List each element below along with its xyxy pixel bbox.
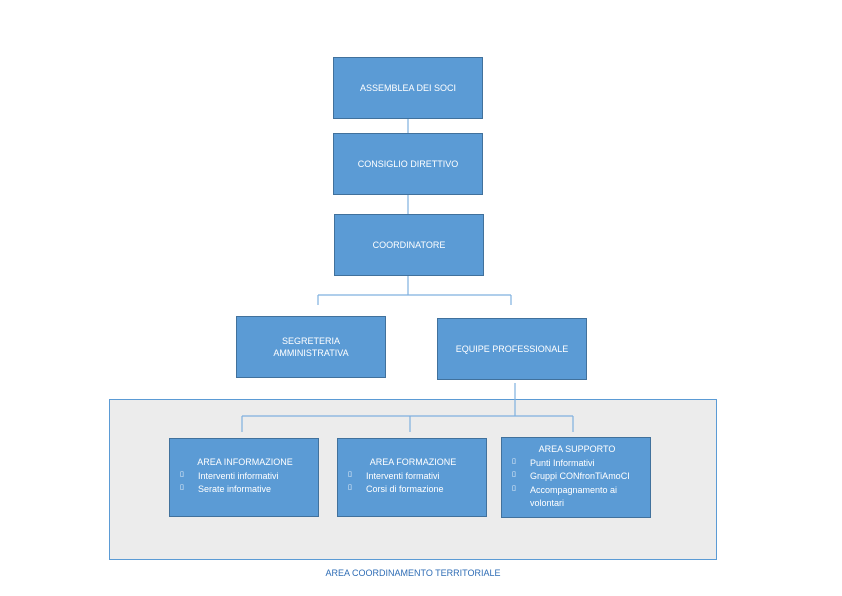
board-node: CONSIGLIO DIRETTIVO (333, 133, 483, 195)
area-support-list: ▯ Punti Informativi ▯ Gruppi CONfronTiAmoC… (512, 457, 642, 511)
secretariat-label: SEGRETERIA AMMINISTRATIVA (273, 335, 349, 358)
board-label: CONSIGLIO DIRETTIVO (357, 158, 459, 169)
secretariat-node: SEGRETERIA AMMINISTRATIVA (236, 316, 386, 378)
area-information: AREA INFORMAZIONE ▯ Interventi informativ… (169, 438, 319, 517)
list-item: ▯ Serate informative (180, 483, 310, 497)
list-item: ▯ Accompagnamento ai volontari (512, 484, 642, 511)
bullet-icon: ▯ (348, 484, 352, 491)
list-item: ▯ Interventi formativi (348, 470, 478, 484)
bullet-icon: ▯ (512, 457, 516, 465)
list-item-text: Interventi formativi (366, 470, 440, 481)
list-item-text: Corsi di formazione (366, 484, 444, 494)
bullet-icon: ▯ (180, 470, 184, 478)
bullet-icon: ▯ (512, 484, 516, 492)
list-item: ▯ Gruppi CONfronTiAmoCI (512, 470, 642, 484)
assembly-node: ASSEMBLEA DEI SOCI (333, 57, 483, 119)
list-item-text: Punti Informativi (530, 457, 595, 468)
coordinator-node: COORDINATORE (334, 214, 484, 276)
area-training-list: ▯ Interventi formativi ▯ Corsi di formazio… (348, 470, 478, 497)
list-item-text: Gruppi CONfronTiAmoCI (530, 471, 630, 481)
list-item-text: Accompagnamento ai volontari (530, 484, 618, 509)
territorial-area-label: AREA COORDINAMENTO TERRITORIALE (325, 568, 501, 578)
bullet-icon: ▯ (180, 484, 184, 491)
area-support-title: AREA SUPPORTO (538, 444, 616, 454)
list-item-text: Interventi informativi (198, 470, 279, 481)
list-item-text: Serate informative (198, 484, 272, 494)
team-node: EQUIPE PROFESSIONALE (437, 318, 587, 380)
team-label: EQUIPE PROFESSIONALE (455, 343, 569, 354)
assembly-label: ASSEMBLEA DEI SOCI (359, 82, 457, 93)
bullet-icon: ▯ (512, 471, 516, 478)
area-training-title: AREA FORMAZIONE (369, 457, 457, 467)
area-training: AREA FORMAZIONE ▯ Interventi formativi ▯ C… (337, 438, 487, 517)
list-item: ▯ Interventi informativi (180, 470, 310, 484)
list-item: ▯ Punti Informativi (512, 457, 642, 471)
list-item: ▯ Corsi di formazione (348, 483, 478, 497)
area-information-list: ▯ Interventi informativi ▯ Serate informat… (180, 470, 310, 497)
area-information-title: AREA INFORMAZIONE (197, 457, 293, 467)
bullet-icon: ▯ (348, 470, 352, 478)
area-support: AREA SUPPORTO ▯ Punti Informativi ▯ Gruppi… (501, 437, 651, 518)
coordinator-label: COORDINATORE (372, 239, 446, 250)
